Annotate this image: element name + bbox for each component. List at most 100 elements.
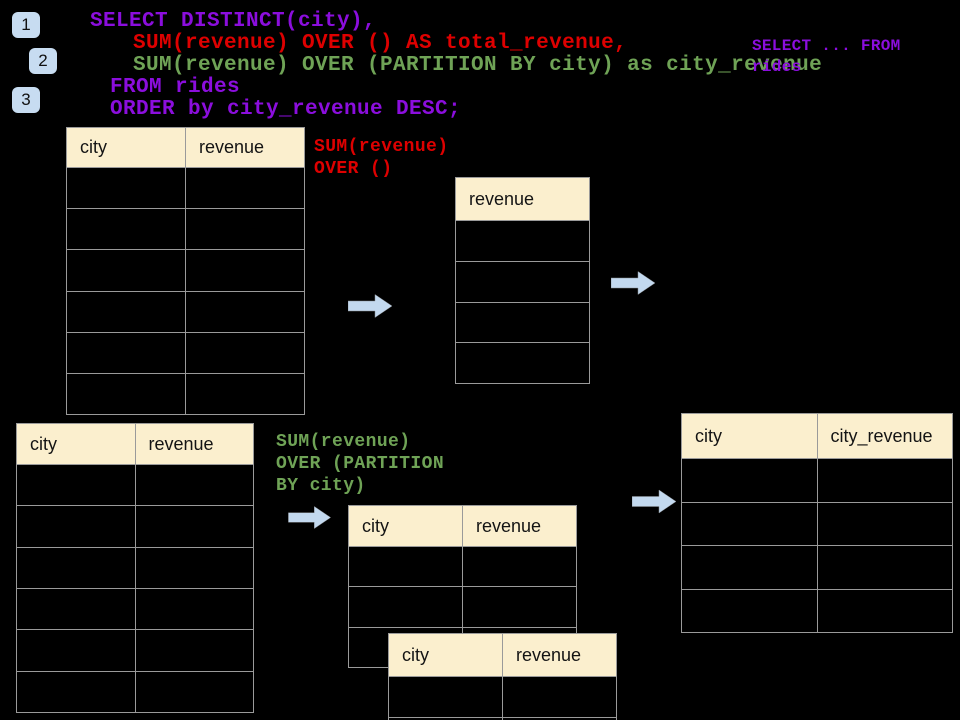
table-header-row: city revenue <box>349 506 576 546</box>
table-rides-top: city revenue <box>66 127 305 415</box>
table-row <box>349 546 576 587</box>
table-header-row: city revenue <box>67 128 304 167</box>
step-1-badge: 1 <box>12 12 40 38</box>
table-cell <box>67 332 186 373</box>
column-header: city <box>682 414 818 458</box>
arrow-right-icon <box>632 489 677 514</box>
sql-line-sum-over: SUM(revenue) OVER () AS total_revenue, <box>133 32 628 55</box>
table-cell <box>67 168 186 209</box>
column-header: city <box>389 634 503 676</box>
table-row <box>389 676 616 717</box>
table-row <box>67 331 304 373</box>
arrow-right-icon <box>611 271 656 295</box>
table-row <box>456 260 589 302</box>
table-cell <box>67 250 186 291</box>
table-row <box>682 458 952 502</box>
table-cell <box>17 506 136 547</box>
table-partition-city-2: city revenue <box>388 633 617 720</box>
table-cell <box>67 373 186 415</box>
table-row <box>17 587 254 630</box>
table-row <box>67 208 304 250</box>
side-note-line-1: SELECT ... FROM <box>752 37 901 55</box>
table-row <box>67 167 304 209</box>
table-cell <box>682 502 818 545</box>
table-cell <box>389 677 503 717</box>
step-3-badge: 3 <box>12 87 40 113</box>
table-cell <box>67 209 186 250</box>
side-note-code: SELECT ... FROM rides <box>752 36 901 78</box>
sql-line-from: FROM rides <box>110 76 241 99</box>
table-cell <box>17 630 136 671</box>
table-cell <box>456 343 589 383</box>
table-cell <box>17 588 136 630</box>
table-cell <box>186 168 304 208</box>
table-row <box>17 505 254 547</box>
table-cell <box>463 587 576 626</box>
table-row <box>389 717 616 720</box>
table-cell <box>136 589 254 629</box>
table-row <box>682 588 953 633</box>
step-2-badge: 2 <box>29 48 57 74</box>
sql-line-partition: SUM(revenue) OVER (PARTITION BY city) as… <box>133 54 823 77</box>
table-row <box>17 670 253 712</box>
arrow-right-icon <box>288 506 332 529</box>
table-cell <box>186 374 304 414</box>
table-cell <box>136 548 254 588</box>
table-partition-city: city revenue <box>348 505 577 668</box>
table-cell <box>186 333 304 373</box>
table-cell <box>186 292 304 332</box>
table-cell <box>682 589 818 632</box>
table-row <box>682 501 953 546</box>
table-cell <box>67 291 186 332</box>
table-row <box>456 342 589 383</box>
partition-annotation: SUM(revenue) OVER (PARTITION BY city) <box>276 431 444 497</box>
table-row <box>682 545 952 589</box>
annotation-line: BY city) <box>276 476 366 496</box>
table-cell <box>682 546 818 589</box>
column-header: revenue <box>148 433 214 454</box>
column-header: city <box>17 424 136 464</box>
table-cell <box>818 590 953 633</box>
table-cell <box>456 262 589 302</box>
table-row <box>17 629 254 671</box>
table-cell <box>186 209 304 249</box>
column-header: city <box>349 506 463 546</box>
table-row <box>67 372 304 415</box>
table-cell <box>818 503 953 546</box>
table-cell <box>463 547 576 586</box>
table-row <box>349 586 576 627</box>
table-cell <box>682 459 818 502</box>
column-header: revenue <box>476 515 542 536</box>
table-header-row: city revenue <box>389 634 616 676</box>
table-cell <box>136 506 254 546</box>
total-revenue-annotation: SUM(revenue) OVER () <box>314 136 448 180</box>
column-header: revenue <box>199 137 265 157</box>
table-cell <box>456 303 589 343</box>
table-cell <box>17 465 136 506</box>
table-cell <box>17 671 136 712</box>
annotation-line: OVER (PARTITION <box>276 454 445 474</box>
table-cell <box>389 718 503 720</box>
column-header: revenue <box>469 188 535 209</box>
table-cell <box>349 547 463 587</box>
table-cell <box>818 546 953 589</box>
annotation-line: SUM(revenue) <box>314 137 449 157</box>
table-row <box>456 301 589 343</box>
table-rides-bottom: city revenue <box>16 423 254 713</box>
sql-line-select: SELECT DISTINCT(city), <box>90 10 377 33</box>
side-note-line-2: rides <box>752 58 802 76</box>
table-header-row: city revenue <box>17 424 253 464</box>
column-header: city <box>67 128 186 167</box>
table-cell <box>17 547 136 588</box>
table-cell <box>349 587 463 627</box>
table-cell <box>136 630 254 670</box>
table-cell <box>136 465 254 505</box>
annotation-line: OVER () <box>314 159 393 179</box>
table-cell <box>818 459 953 502</box>
table-row <box>456 220 589 261</box>
column-header: revenue <box>516 644 582 665</box>
table-cell <box>186 250 304 290</box>
